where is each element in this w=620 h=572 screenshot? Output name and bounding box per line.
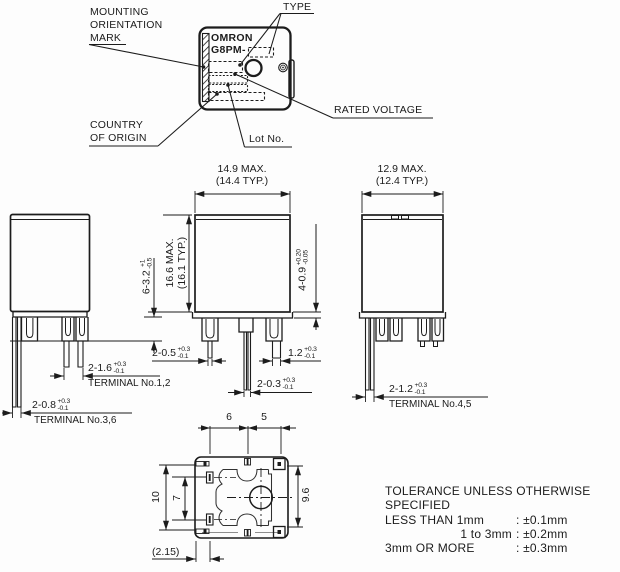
lot-no-label: Lot No. [249, 133, 285, 145]
bottom-view-art [152, 425, 303, 562]
case-outline [198, 26, 292, 111]
terminal-36-label: TERMINAL No.3,6 [34, 415, 117, 426]
tolerance-row3-range: 3mm OR MORE [385, 541, 475, 555]
left-side-view-art [9, 213, 91, 408]
dim-height-outer: 10 [150, 491, 162, 503]
tolerance-title-line2: SPECIFIED [385, 498, 451, 512]
case-brand-text: OMRON [211, 32, 253, 44]
mounting-mark-label-line1: MOUNTING [90, 6, 149, 18]
country-marking-box [207, 91, 266, 102]
dim-pin-center: 2-0.3+0.3-0.1 [257, 377, 296, 391]
top-view-art [88, 12, 433, 148]
callout-leaders [88, 12, 433, 148]
type-marking-box-2 [207, 60, 244, 74]
dim-height-inner: 7 [171, 495, 183, 501]
type-label: TYPE [283, 1, 312, 13]
mounting-mark-label-line3: MARK [90, 32, 122, 44]
case-circle-feature [244, 58, 263, 78]
dim-height: 16.6 MAX. (16.1 TYP.) [164, 236, 188, 290]
dim-width-right: 9.6 [300, 487, 312, 503]
tolerance-row1-value: : ±0.1mm [516, 513, 568, 527]
country-label-line2: OF ORIGIN [90, 132, 147, 144]
country-label-line1: COUNTRY [90, 119, 144, 131]
dim-pitch-b: 5 [261, 411, 267, 423]
dim-stub-length: 6-3.2+1-0.5 [139, 257, 154, 295]
tolerance-row1-range: LESS THAN 1mm [385, 513, 485, 527]
tolerance-title-line1: TOLERANCE UNLESS OTHERWISE [385, 484, 591, 498]
dimension-lines [2, 191, 488, 418]
dim-side-width-max: 12.9 MAX. [377, 163, 427, 175]
dim-side-width-typ: (12.4 TYP.) [375, 175, 429, 187]
right-side-view-art [358, 214, 447, 391]
dim-lip: 4-0.9+0.20-0.05 [295, 249, 310, 291]
front-view-art [191, 214, 294, 391]
rated-voltage-marking-box [207, 74, 249, 84]
tolerance-row2-value: : ±0.2mm [516, 527, 568, 541]
mounting-mark-label-line2: ORIENTATION [90, 19, 163, 31]
dim-terminal-36: 2-0.8+0.3-0.1 [32, 398, 71, 412]
dim-offset: (2.15) [152, 546, 180, 558]
dim-front-width-typ: (14.4 TYP.) [215, 175, 269, 187]
tolerance-row2-range: 1 to 3mm [460, 527, 512, 541]
terminal-45-label: TERMINAL No.4,5 [389, 399, 472, 410]
tolerance-row3-value: : ±0.3mm [516, 541, 568, 555]
dim-terminal-12: 2-1.6+0.3-0.1 [88, 361, 127, 375]
dim-pitch-a: 6 [226, 411, 232, 423]
dim-pin-left: 2-0.5+0.3-0.1 [152, 346, 191, 360]
cert-logo-icon [278, 62, 288, 73]
dim-terminal-45: 2-1.2+0.3-0.1 [389, 382, 428, 396]
terminal-12-label: TERMINAL No.1,2 [88, 378, 171, 389]
dim-front-width-max: 14.9 MAX. [217, 163, 267, 175]
type-marking-box [247, 46, 275, 58]
leader-dots [201, 63, 242, 96]
case-model-text: G8PM- [211, 44, 246, 56]
dim-pin-right: 1.2+0.3-0.1 [288, 346, 317, 360]
rated-voltage-label: RATED VOLTAGE [334, 104, 423, 116]
